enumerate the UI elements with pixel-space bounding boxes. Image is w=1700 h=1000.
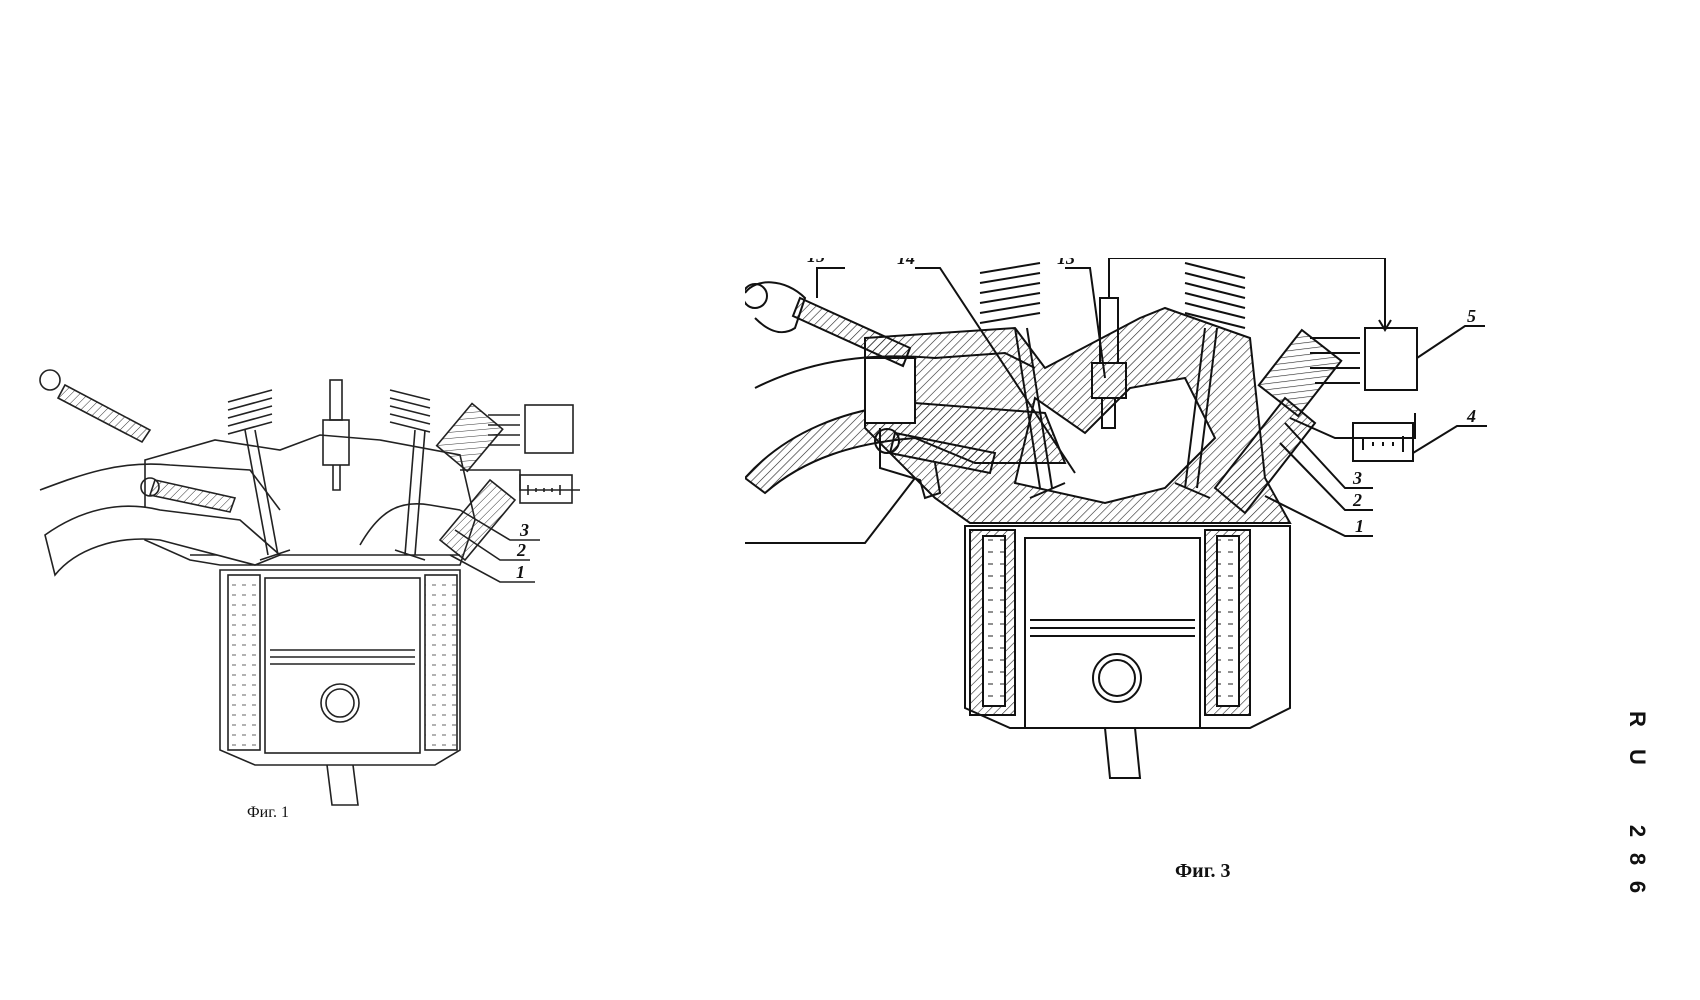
fig3-label-2: 2: [1352, 490, 1362, 510]
document-number-char: 6: [1625, 880, 1650, 894]
document-number-char: U: [1625, 749, 1650, 765]
fig3-label-14: 14: [897, 258, 915, 268]
document-number: R U 2 8 6: [1625, 706, 1655, 906]
figure-3-drawing: 15 14 13 5 4 3 2 1 16: [695, 246, 1487, 779]
fig3-label-4: 4: [1466, 406, 1476, 426]
fig1-label-2: 2: [516, 540, 526, 560]
document-number-char: 8: [1625, 852, 1650, 866]
engine-section-fig1: [39, 369, 580, 806]
fig3-label-3: 3: [1352, 468, 1362, 488]
fig1-label-1: 1: [516, 562, 525, 582]
fig3-label-1: 1: [1355, 516, 1364, 536]
document-number-char: R: [1625, 711, 1650, 727]
fig1-label-3: 3: [519, 520, 529, 540]
document-number-char: 2: [1625, 824, 1650, 838]
fig3-label-5: 5: [1467, 306, 1476, 326]
figure-3: 15 14 13 5 4 3 2 1 16: [695, 246, 1625, 898]
figure-1-drawing: 3 2 1: [39, 369, 580, 806]
fig3-label-13: 13: [1057, 258, 1075, 268]
figure-1: 3 2 1: [20, 360, 620, 830]
figure-1-caption: Фиг. 1: [247, 804, 289, 821]
figure-3-caption: Фиг. 3: [1175, 860, 1231, 882]
fig3-label-15: 15: [807, 258, 825, 266]
engine-section-fig3: [695, 257, 1487, 779]
